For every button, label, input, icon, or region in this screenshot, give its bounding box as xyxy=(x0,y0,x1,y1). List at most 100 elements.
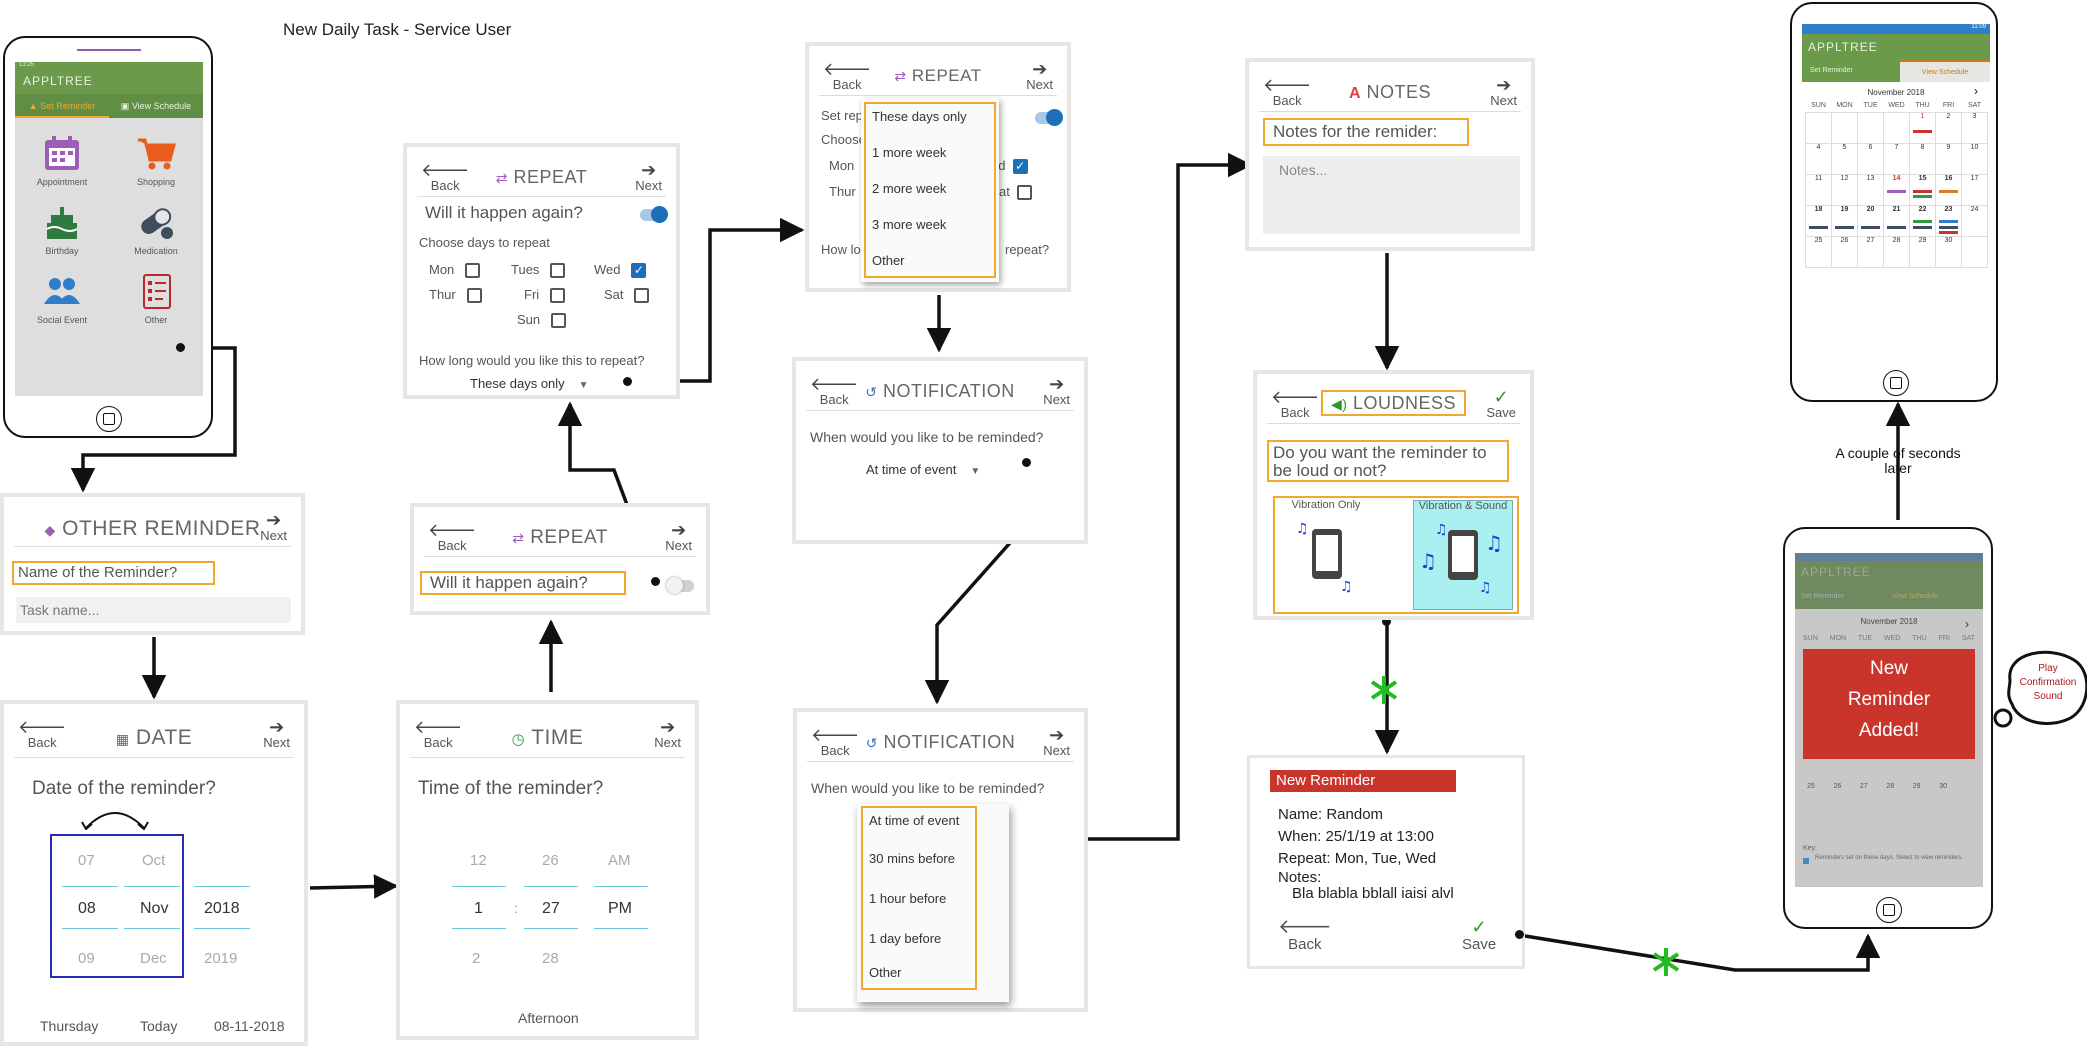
summary-repeat: Repeat: Mon, Tue, Wed xyxy=(1278,850,1437,867)
checkbox-wed[interactable]: ✓ xyxy=(1012,159,1028,175)
option-1-day-before[interactable]: 1 day before xyxy=(869,931,942,946)
save-button[interactable]: ✓Save xyxy=(1462,917,1497,953)
back-button[interactable]: 🡐Back xyxy=(428,520,477,553)
next-button[interactable]: ➔Next xyxy=(260,510,287,543)
reminder-time-dropdown[interactable]: At time of event▼ xyxy=(866,462,981,477)
next-button[interactable]: ➔Next xyxy=(1043,725,1070,758)
next-button[interactable]: ➔Next xyxy=(1026,59,1053,92)
checkbox-sat[interactable] xyxy=(1017,185,1033,201)
minute-value[interactable]: 27 xyxy=(542,900,560,917)
app-title: APPLTREE xyxy=(15,70,203,94)
tab-set-reminder[interactable]: Set Reminder xyxy=(1802,60,1900,82)
option-at-time-of-event[interactable]: At time of event xyxy=(869,813,960,828)
hour-value[interactable]: 1 xyxy=(474,900,483,917)
task-name-input[interactable]: Task name... xyxy=(16,597,291,623)
repeat-toggle[interactable] xyxy=(640,206,668,223)
today-button[interactable]: Today xyxy=(140,1018,178,1034)
checkbox-wed[interactable]: ✓ xyxy=(631,263,647,279)
checkbox-fri[interactable] xyxy=(550,288,566,304)
tab-view-schedule[interactable]: View Schedule xyxy=(1892,593,1939,600)
option-other[interactable]: Other xyxy=(869,965,902,980)
year-value[interactable]: 2018 xyxy=(204,900,240,917)
option-vibration-only[interactable]: Vibration Only ♫♫ xyxy=(1277,500,1375,610)
checkbox-mon[interactable] xyxy=(465,263,481,279)
chevron-right-icon[interactable]: › xyxy=(1974,84,1978,98)
notes-input[interactable]: Notes... xyxy=(1263,156,1520,234)
back-button[interactable]: 🡐Back xyxy=(1278,916,1332,953)
calendar-day-23[interactable]: 23 xyxy=(1935,205,1962,237)
tag-icon: ◆ xyxy=(44,522,56,538)
green-star-2-icon xyxy=(1652,948,1680,976)
checkbox-tues[interactable] xyxy=(550,263,566,279)
checkbox-thur[interactable] xyxy=(466,288,482,304)
next-button[interactable]: ➔Next xyxy=(1043,374,1070,407)
back-button[interactable]: 🡐Back xyxy=(811,725,860,758)
tile-other[interactable]: Other xyxy=(109,272,203,325)
option-these-days-only[interactable]: These days only xyxy=(872,109,967,124)
option-vibration-and-sound[interactable]: Vibration & Sound ♫♫♫♫ xyxy=(1413,500,1513,610)
tab-view-schedule[interactable]: ▣ View Schedule xyxy=(109,94,203,118)
tile-medication[interactable]: Medication xyxy=(109,203,203,256)
save-button[interactable]: ✓Save xyxy=(1486,387,1516,420)
tab-view-schedule[interactable]: View Schedule xyxy=(1900,60,1990,82)
checkbox-sun[interactable] xyxy=(550,313,566,329)
calendar-day-19[interactable]: 19 xyxy=(1831,205,1858,237)
tile-shopping[interactable]: Shopping xyxy=(109,134,203,187)
date-picker-selection[interactable] xyxy=(50,834,184,978)
month-label: November 2018 xyxy=(1867,88,1925,97)
checkbox-sat[interactable] xyxy=(634,288,650,304)
tile-birthday[interactable]: Birthday xyxy=(15,203,109,256)
calendar-day-15[interactable]: 15 xyxy=(1909,174,1936,206)
calendar-day-14[interactable]: 14 xyxy=(1883,174,1910,206)
back-button[interactable]: 🡐Back xyxy=(1263,75,1312,108)
next-button[interactable]: ➔Next xyxy=(263,717,290,750)
calendar-day-16[interactable]: 16 xyxy=(1935,174,1962,206)
screen-other-reminder: ➔Next ◆ OTHER REMINDER Name of the Remin… xyxy=(0,493,305,635)
home-button[interactable] xyxy=(96,406,122,432)
hour-prev: 12 xyxy=(470,852,487,869)
day-mon: Mon xyxy=(829,158,855,173)
day-prev: 07 xyxy=(78,852,95,869)
option-1-more-week[interactable]: 1 more week xyxy=(872,145,947,160)
option-other[interactable]: Other xyxy=(872,253,905,268)
repeat-toggle[interactable] xyxy=(666,577,694,594)
tab-set-reminder[interactable]: Set Reminder xyxy=(1801,593,1844,600)
next-button[interactable]: ➔Next xyxy=(654,717,681,750)
back-button[interactable]: 🡐Back xyxy=(414,717,463,750)
month-value[interactable]: Nov xyxy=(140,900,169,917)
next-button[interactable]: ➔Next xyxy=(1490,75,1517,108)
tile-social-event[interactable]: Social Event xyxy=(15,272,109,325)
minute-prev: 26 xyxy=(542,852,559,869)
back-button[interactable]: 🡐Back xyxy=(810,374,859,407)
tile-appointment[interactable]: Appointment xyxy=(15,134,109,187)
repeat-toggle[interactable] xyxy=(1035,109,1063,126)
option-3-more-week[interactable]: 3 more week xyxy=(872,217,947,232)
option-1-hour-before[interactable]: 1 hour before xyxy=(869,891,947,906)
period-label: Afternoon xyxy=(518,1010,579,1026)
back-button[interactable]: 🡐Back xyxy=(1271,387,1320,420)
calendar-day-21[interactable]: 21 xyxy=(1883,205,1910,237)
next-button[interactable]: ➔Next xyxy=(635,160,662,193)
svg-text:♫: ♫ xyxy=(1296,521,1309,537)
tab-set-reminder[interactable]: ▲ Set Reminder xyxy=(15,94,109,118)
option-2-more-week[interactable]: 2 more week xyxy=(872,181,947,196)
summary-notes: Bla blabla bblall iaisi alvl xyxy=(1292,885,1454,902)
home-button[interactable] xyxy=(1876,897,1902,923)
calendar-day-18[interactable]: 18 xyxy=(1805,205,1832,237)
repeat-duration-dropdown[interactable]: These days only▼ xyxy=(470,376,589,391)
back-button[interactable]: 🡐Back xyxy=(421,160,470,193)
chevron-right-icon[interactable]: › xyxy=(1965,617,1969,631)
back-button[interactable]: 🡐Back xyxy=(823,59,872,92)
app-title: APPLTREE xyxy=(1795,561,1983,585)
next-button[interactable]: ➔Next xyxy=(665,520,692,553)
calendar-day-1[interactable]: 1 xyxy=(1909,112,1936,144)
ampm-value[interactable]: PM xyxy=(608,900,632,917)
calendar-day-20[interactable]: 20 xyxy=(1857,205,1884,237)
option-30-mins-before[interactable]: 30 mins before xyxy=(869,851,955,866)
day-value[interactable]: 08 xyxy=(78,900,96,917)
back-button[interactable]: 🡐Back xyxy=(18,717,67,750)
home-button[interactable] xyxy=(1883,370,1909,396)
screen-title: NOTIFICATION xyxy=(883,381,1015,401)
calendar-day-22[interactable]: 22 xyxy=(1909,205,1936,237)
